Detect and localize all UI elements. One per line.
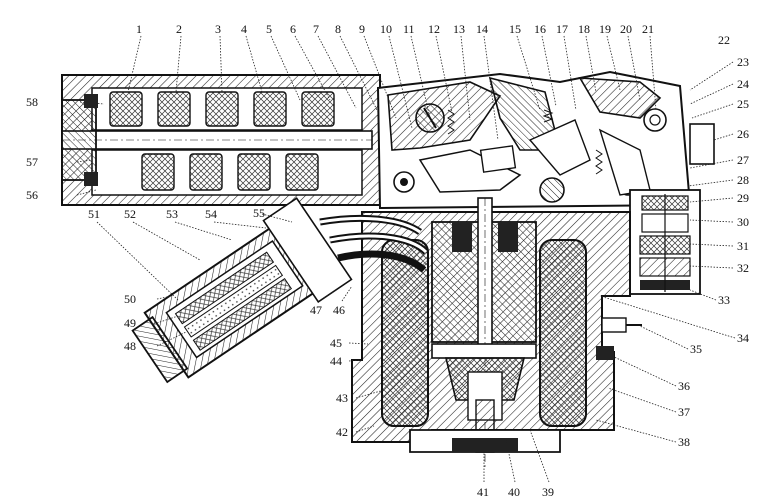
latch-mechanism-body bbox=[376, 70, 715, 210]
part-number-labels: 1 2 3 4 5 6 7 8 9 10 11 12 13 14 15 16 1… bbox=[26, 22, 749, 499]
label-7: 7 bbox=[313, 22, 319, 36]
label-23: 23 bbox=[737, 55, 749, 69]
label-15: 15 bbox=[509, 22, 521, 36]
label-17: 17 bbox=[556, 22, 568, 36]
label-45: 45 bbox=[330, 336, 342, 350]
label-35: 35 bbox=[690, 342, 702, 356]
right-valve-stack bbox=[629, 189, 701, 295]
label-8: 8 bbox=[335, 22, 341, 36]
label-2: 2 bbox=[176, 22, 182, 36]
label-51: 51 bbox=[88, 207, 100, 221]
label-5: 5 bbox=[266, 22, 272, 36]
label-58: 58 bbox=[26, 95, 38, 109]
label-52: 52 bbox=[124, 207, 136, 221]
label-24: 24 bbox=[737, 77, 749, 91]
label-1: 1 bbox=[136, 22, 142, 36]
label-42: 42 bbox=[336, 425, 348, 439]
label-19: 19 bbox=[599, 22, 611, 36]
label-33: 33 bbox=[718, 293, 730, 307]
label-32: 32 bbox=[737, 261, 749, 275]
label-16: 16 bbox=[534, 22, 546, 36]
label-31: 31 bbox=[737, 239, 749, 253]
label-36: 36 bbox=[678, 379, 690, 393]
spring-housing bbox=[61, 74, 381, 206]
label-10: 10 bbox=[380, 22, 392, 36]
label-46: 46 bbox=[333, 303, 345, 317]
label-26: 26 bbox=[737, 127, 749, 141]
label-20: 20 bbox=[620, 22, 632, 36]
label-25: 25 bbox=[737, 97, 749, 111]
label-18: 18 bbox=[578, 22, 590, 36]
label-50: 50 bbox=[124, 292, 136, 306]
label-57: 57 bbox=[26, 155, 38, 169]
label-44: 44 bbox=[330, 354, 342, 368]
label-48: 48 bbox=[124, 339, 136, 353]
label-12: 12 bbox=[428, 22, 440, 36]
label-11: 11 bbox=[403, 22, 415, 36]
label-13: 13 bbox=[453, 22, 465, 36]
label-4: 4 bbox=[241, 22, 247, 36]
label-22: 22 bbox=[718, 33, 730, 47]
label-55: 55 bbox=[253, 206, 265, 220]
label-43: 43 bbox=[336, 391, 348, 405]
leader-lines bbox=[76, 35, 736, 483]
label-41: 41 bbox=[477, 485, 489, 499]
label-6: 6 bbox=[290, 22, 296, 36]
label-53: 53 bbox=[166, 207, 178, 221]
label-28: 28 bbox=[737, 173, 749, 187]
label-21: 21 bbox=[642, 22, 654, 36]
label-29: 29 bbox=[737, 191, 749, 205]
label-47: 47 bbox=[310, 303, 322, 317]
label-34: 34 bbox=[737, 331, 749, 345]
label-56: 56 bbox=[26, 188, 38, 202]
label-14: 14 bbox=[476, 22, 488, 36]
coil-wires bbox=[319, 214, 429, 273]
label-9: 9 bbox=[359, 22, 365, 36]
label-38: 38 bbox=[678, 435, 690, 449]
label-54: 54 bbox=[205, 207, 217, 221]
label-39: 39 bbox=[542, 485, 554, 499]
label-37: 37 bbox=[678, 405, 690, 419]
label-49: 49 bbox=[124, 316, 136, 330]
label-40: 40 bbox=[508, 485, 520, 499]
label-30: 30 bbox=[737, 215, 749, 229]
label-3: 3 bbox=[215, 22, 221, 36]
angled-connector bbox=[131, 197, 353, 384]
label-27: 27 bbox=[737, 153, 749, 167]
